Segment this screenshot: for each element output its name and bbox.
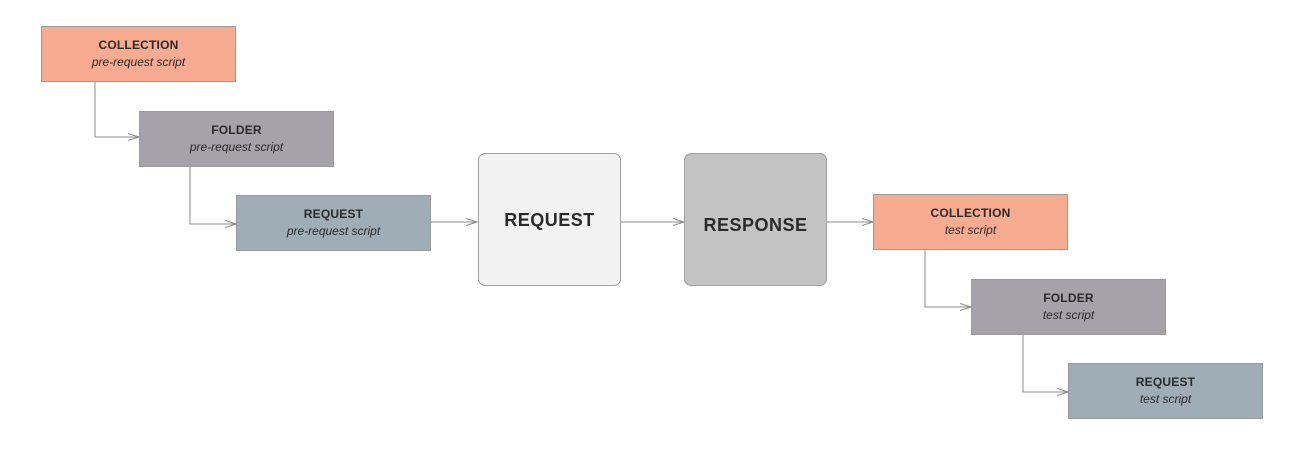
main-request-box: REQUEST [478, 153, 621, 286]
main-response-box: RESPONSE [684, 153, 827, 286]
post-collection-subtitle: test script [944, 223, 997, 237]
pre-collection-box: COLLECTION pre-request script [41, 26, 236, 82]
pre-folder-title: FOLDER [211, 123, 262, 137]
post-collection-title: COLLECTION [930, 206, 1011, 220]
post-request-subtitle: test script [1139, 392, 1192, 406]
post-folder-title: FOLDER [1043, 291, 1094, 305]
main-request-title: REQUEST [504, 209, 595, 230]
connector-folder-to-request [189, 167, 236, 224]
post-collection-box: COLLECTION test script [873, 194, 1068, 250]
post-folder-subtitle: test script [1042, 308, 1095, 322]
pre-collection-subtitle: pre-request script [91, 55, 186, 69]
connector-collection-to-folder [94, 81, 139, 137]
pre-request-subtitle: pre-request script [286, 224, 381, 238]
pre-request-title: REQUEST [303, 207, 364, 221]
connector-test-collection-to-folder [924, 250, 971, 307]
post-request-box: REQUEST test script [1068, 363, 1263, 419]
pre-collection-title: COLLECTION [98, 38, 179, 52]
pre-request-box: REQUEST pre-request script [236, 195, 431, 251]
pre-folder-box: FOLDER pre-request script [139, 111, 334, 167]
post-folder-box: FOLDER test script [971, 279, 1166, 335]
pre-folder-subtitle: pre-request script [189, 140, 284, 154]
main-response-title: RESPONSE [703, 214, 808, 235]
post-request-title: REQUEST [1135, 375, 1196, 389]
connector-test-folder-to-request [1022, 335, 1068, 392]
